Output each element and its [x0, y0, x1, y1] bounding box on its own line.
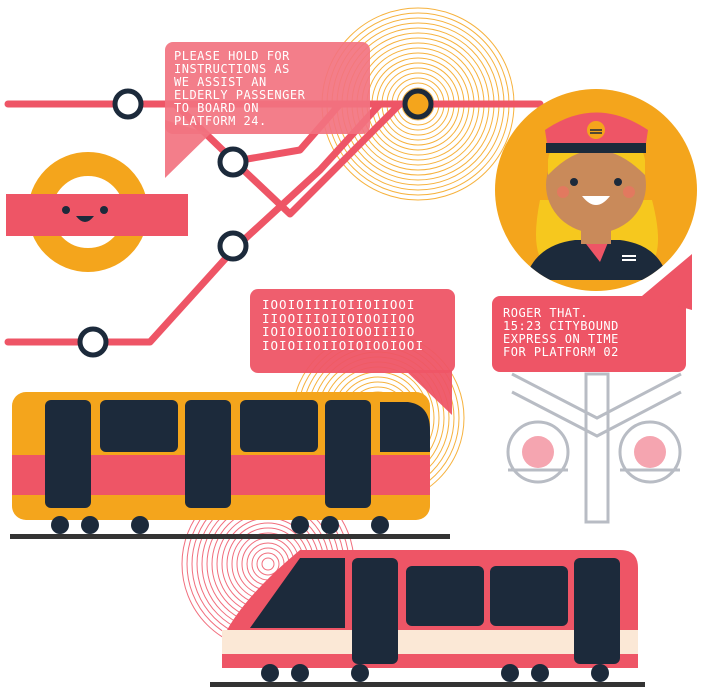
orange-train [10, 392, 450, 539]
reply-bubble [492, 254, 692, 372]
reply-text: ROGER THAT. 15:23 CITYBOUND EXPRESS ON T… [503, 306, 619, 359]
railway-crossing-signal-icon [506, 372, 682, 524]
station-node [217, 146, 249, 178]
station-node [217, 230, 249, 262]
metro-stations [77, 88, 434, 358]
red-train [210, 550, 645, 687]
station-node [77, 326, 109, 358]
signal-ring [261, 557, 275, 571]
signal-ring [256, 552, 280, 576]
station-node-active [402, 88, 434, 120]
binary-bubble [250, 289, 455, 415]
underground-roundel-icon [6, 152, 188, 272]
binary-text: IOOIOIIIIOIIOIIOOI IIOOIIIOIIOIOOIIOO IO… [262, 297, 424, 353]
announcement-text: PLEASE HOLD FOR INSTRUCTIONS AS WE ASSIS… [174, 49, 306, 128]
conductor-avatar-icon [495, 89, 697, 291]
station-node [112, 88, 144, 120]
announcement-bubble [165, 42, 370, 178]
